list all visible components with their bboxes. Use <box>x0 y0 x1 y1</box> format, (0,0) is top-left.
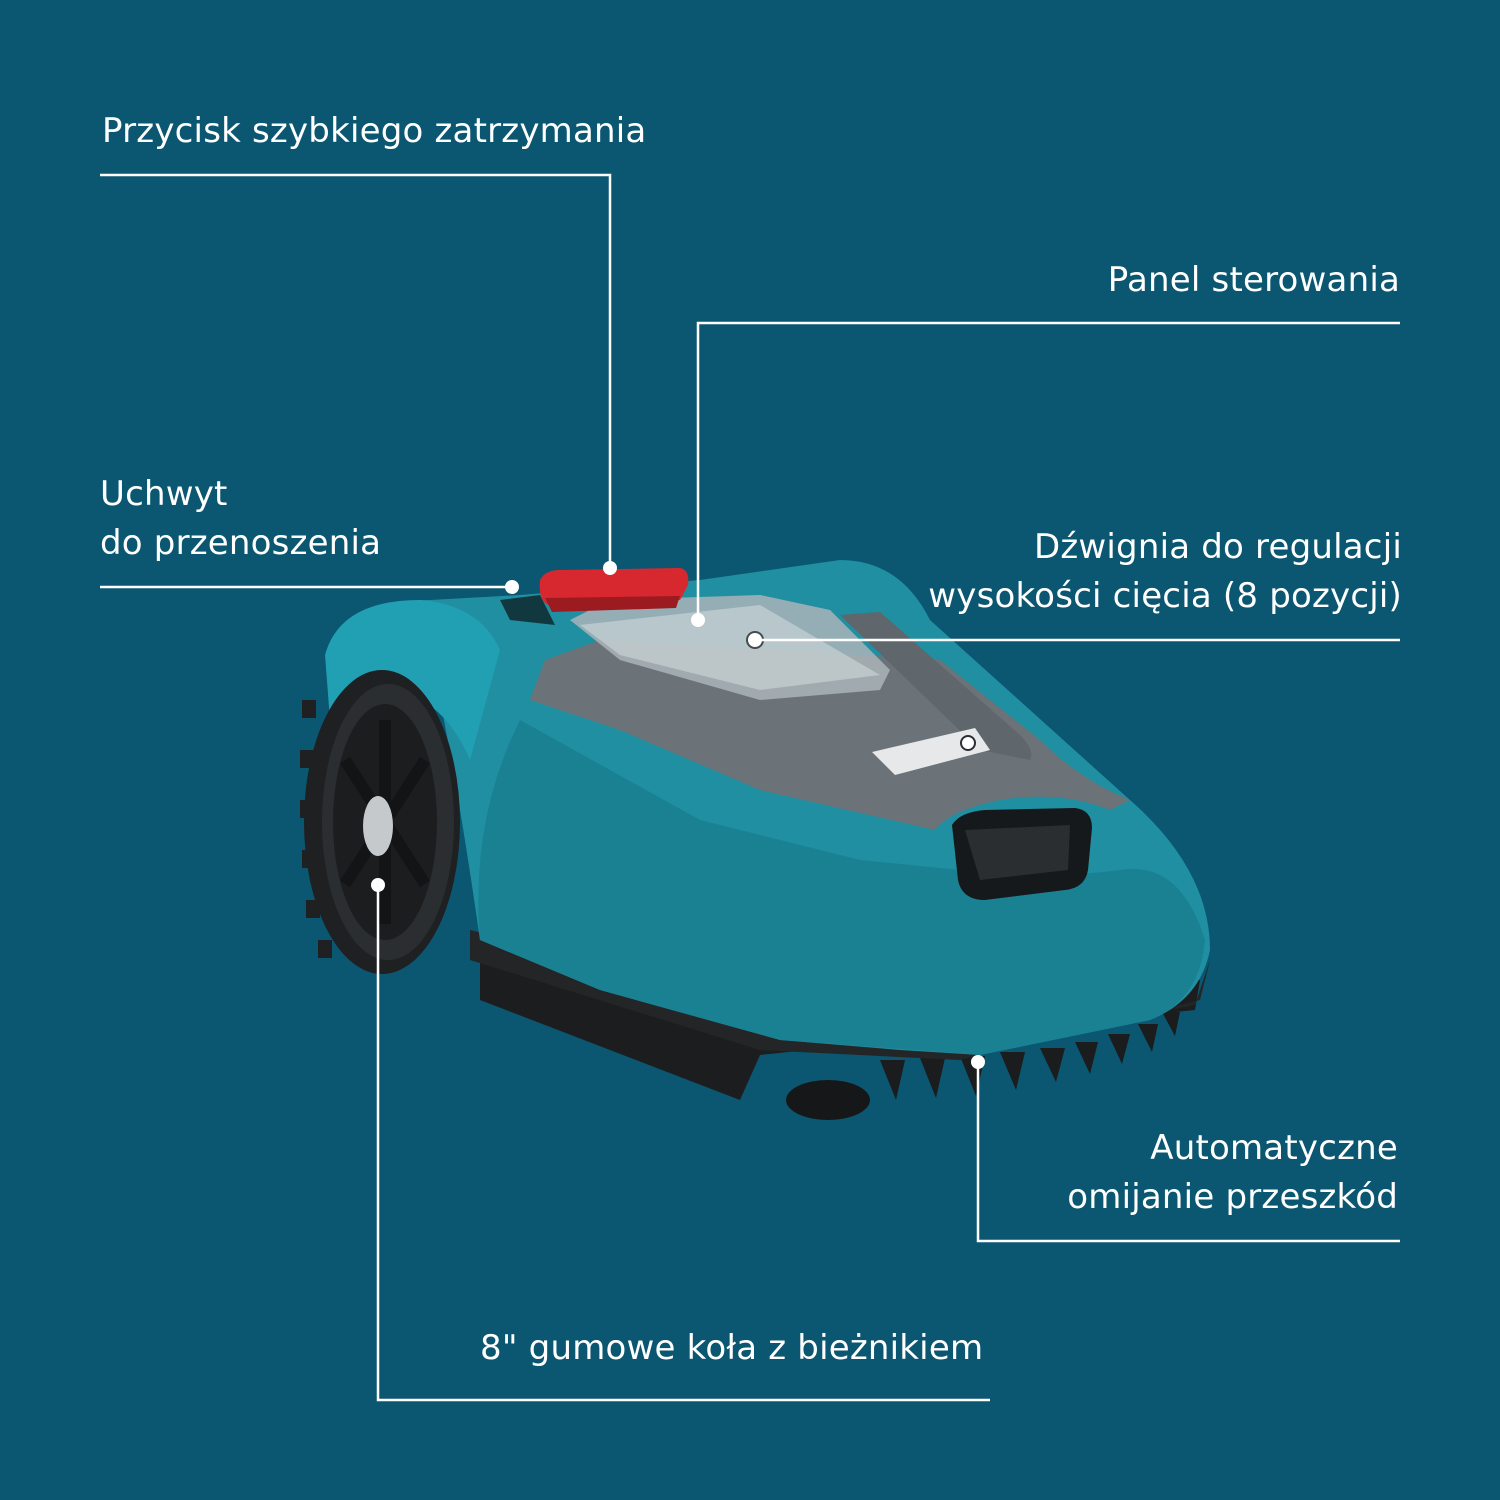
callout-handle-line1: Uchwyt <box>100 474 228 514</box>
callout-wheels-text: 8" gumowe koła z bieżnikiem <box>480 1328 984 1368</box>
callout-height-lever: Dźwignia do regulacji wysokości cięcia (… <box>928 523 1402 621</box>
callout-obstacle-line2: omijanie przeszkód <box>1067 1177 1398 1217</box>
callout-wheels: 8" gumowe koła z bieżnikiem <box>480 1324 983 1373</box>
stop-button-shape <box>539 568 689 612</box>
callout-height-lever-line1: Dźwignia do regulacji <box>1033 527 1402 567</box>
callout-handle: Uchwyt do przenoszenia <box>100 470 381 568</box>
callout-obstacle-avoidance: Automatyczne omijanie przeszkód <box>1067 1124 1398 1222</box>
brand-logo <box>872 728 990 775</box>
callout-obstacle-line1: Automatyczne <box>1150 1128 1398 1168</box>
callout-stop-button-text: Przycisk szybkiego zatrzymania <box>102 111 647 151</box>
callout-stop-button: Przycisk szybkiego zatrzymania <box>102 107 646 156</box>
callout-control-panel: Panel sterowania <box>1108 256 1400 305</box>
callout-control-panel-text: Panel sterowania <box>1107 260 1400 300</box>
callout-height-lever-line2: wysokości cięcia (8 pozycji) <box>928 576 1402 616</box>
wheel <box>300 670 460 974</box>
callout-handle-line2: do przenoszenia <box>100 523 382 563</box>
